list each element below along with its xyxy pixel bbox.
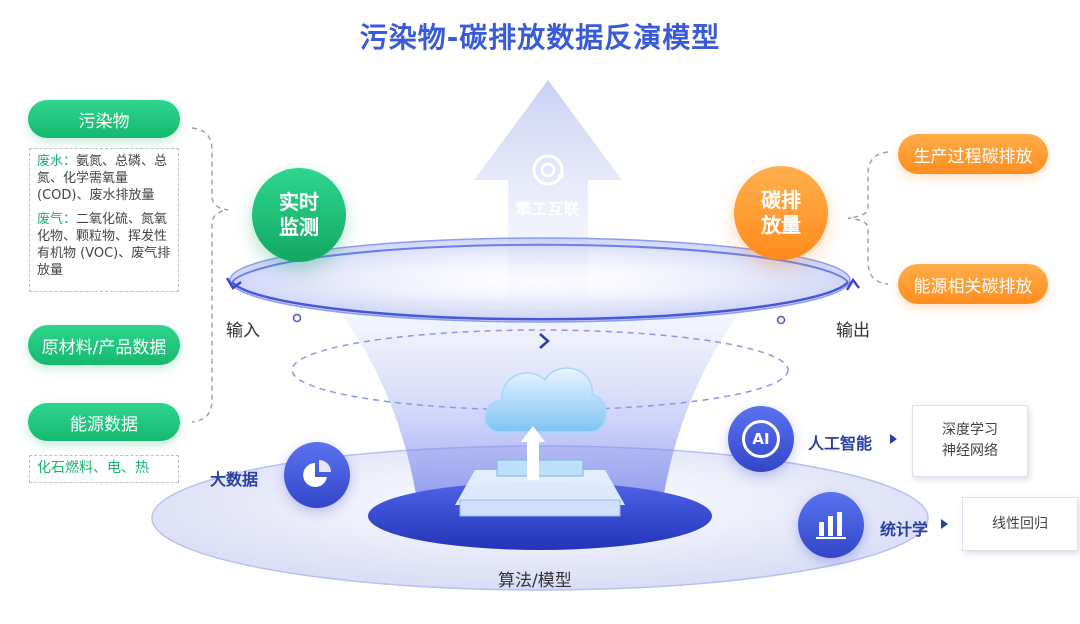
wastewater-label: 废水： <box>37 154 77 169</box>
output-label: 输出 <box>836 321 870 341</box>
algorithm-model-label: 算法/模型 <box>498 571 572 591</box>
ai-details-panel: 深度学习 神经网络 <box>912 405 1028 477</box>
energy-emission-pill: 能源相关碳排放 <box>898 264 1048 304</box>
ai-label: 人工智能 <box>808 434 873 453</box>
ai-icon: AI <box>728 406 794 472</box>
materials-pill: 原材料/产品数据 <box>28 325 180 365</box>
process-emission-pill: 生产过程碳排放 <box>898 134 1048 174</box>
materials-label: 原材料/产品数据 <box>41 337 167 358</box>
bar-chart-icon <box>798 492 864 558</box>
pollutants-pill: 污染物 <box>28 100 180 138</box>
pie-chart-icon <box>284 442 350 508</box>
monitor-line2: 监测 <box>279 215 319 239</box>
wastegas-label: 废气： <box>37 212 77 227</box>
page-title: 污染物-碳排放数据反演模型 <box>359 21 721 54</box>
company-logo-icon <box>528 150 568 190</box>
ai-detail-deep-learning: 深度学习 <box>942 422 998 438</box>
stats-detail-linear-regression: 线性回归 <box>992 515 1048 532</box>
ai-detail-neural-network: 神经网络 <box>942 443 998 459</box>
energy-emission-label: 能源相关碳排放 <box>913 276 1033 297</box>
pollutants-detail-box: 废水：氨氮、总磷、总氮、化学需氧量(COD)、废水排放量 废气：二氧化硫、氮氧化… <box>29 148 179 292</box>
stats-details-panel: 线性回归 <box>962 497 1078 551</box>
energy-detail-box: 化石燃料、电、热 <box>29 455 179 483</box>
pollutants-label: 污染物 <box>78 111 130 132</box>
ai-icon-text: AI <box>752 430 770 448</box>
statistics-label: 统计学 <box>880 520 929 539</box>
energy-data-pill: 能源数据 <box>28 403 180 441</box>
emission-line2: 放量 <box>761 213 801 237</box>
monitor-line1: 实时 <box>279 190 319 214</box>
process-emission-label: 生产过程碳排放 <box>913 146 1033 167</box>
wastewater-item: 废水：氨氮、总磷、总氮、化学需氧量(COD)、废水排放量 <box>37 153 171 204</box>
realtime-monitoring-circle: 实时监测 <box>252 168 346 262</box>
company-logo-text: 擎工互联 <box>515 200 580 218</box>
wastegas-item: 废气：二氧化硫、氮氧化物、颗粒物、挥发性有机物 (VOC)、废气排放量 <box>37 211 171 279</box>
energy-data-label: 能源数据 <box>70 414 138 435</box>
ai-icon-ring: AI <box>742 420 780 458</box>
emission-line1: 碳排 <box>761 188 801 212</box>
wastewater-text: 氨氮、总磷、总氮、化学需氧量(COD)、废水排放量 <box>37 154 168 203</box>
bigdata-label: 大数据 <box>210 470 259 489</box>
carbon-emission-circle: 碳排放量 <box>734 166 828 260</box>
wastegas-text: 二氧化硫、氮氧化物、颗粒物、挥发性有机物 (VOC)、废气排放量 <box>37 212 171 278</box>
input-label: 输入 <box>226 321 260 341</box>
